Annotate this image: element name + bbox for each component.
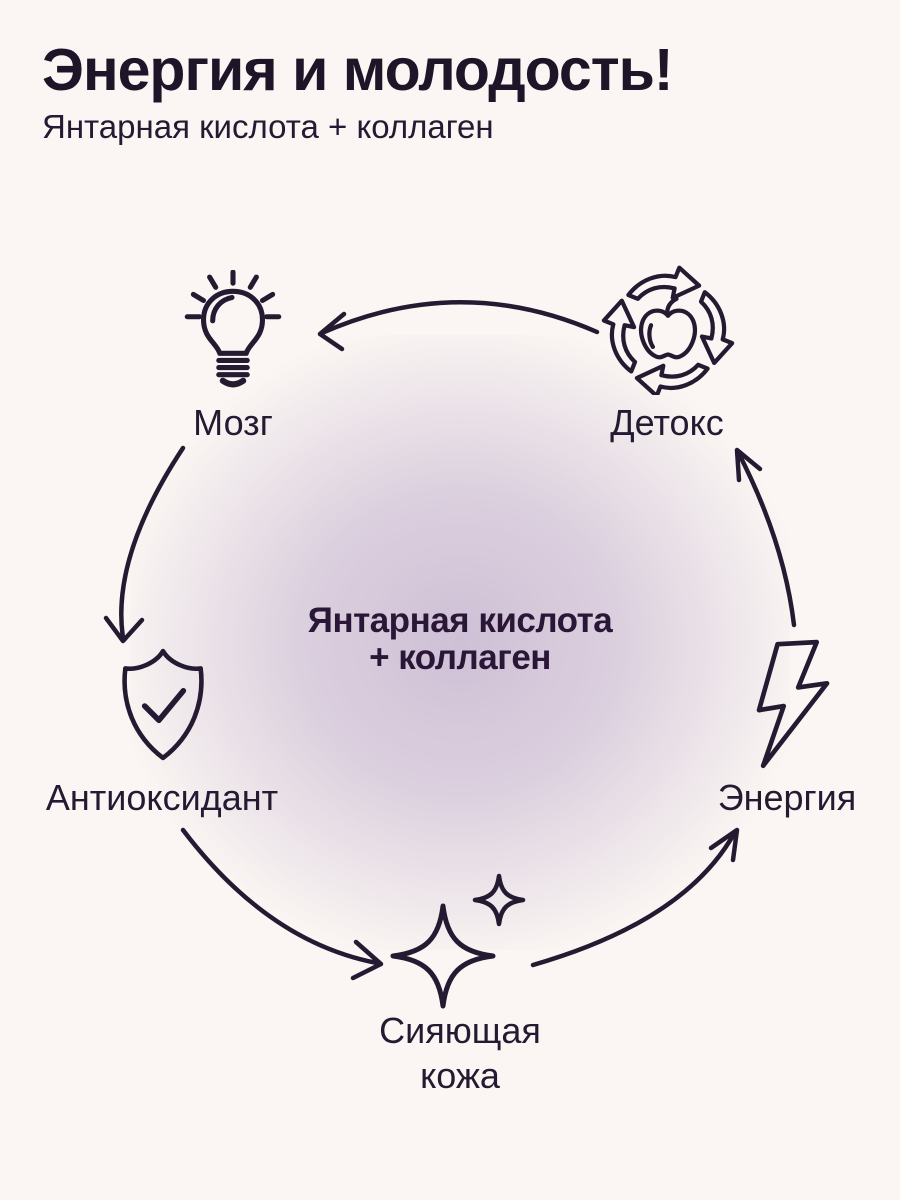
arrow-skin-to-energy [530, 827, 740, 968]
node-label-skin-line1: Сияющая [379, 1010, 541, 1051]
center-label-line2: + коллаген [369, 638, 551, 677]
lightning-bolt-icon [756, 639, 830, 769]
node-label-antioxidant: Антиоксидант [45, 777, 279, 818]
arrow-antioxidant-to-skin [180, 827, 384, 981]
lightbulb-icon [184, 270, 282, 388]
page-subtitle: Янтарная кислота + коллаген [42, 108, 494, 145]
apple-recycle-icon [601, 265, 735, 395]
center-label: Янтарная кислота + коллаген [210, 602, 710, 676]
node-label-skin-line2: кожа [420, 1055, 500, 1096]
arrow-energy-to-detox [734, 447, 797, 628]
page-title: Энергия и молодость! [42, 37, 674, 103]
center-label-line1: Янтарная кислота [307, 601, 613, 640]
node-label-energy: Энергия [717, 777, 857, 818]
arrow-brain-to-antioxidant [103, 445, 186, 644]
shield-check-icon [122, 648, 204, 761]
arrow-detox-to-brain [317, 300, 600, 352]
sparkles-icon [390, 873, 526, 1009]
node-label-skin: Сияющая кожа [310, 1008, 610, 1098]
node-label-detox: Детокс [610, 402, 724, 443]
node-label-brain: Мозг [193, 402, 273, 443]
